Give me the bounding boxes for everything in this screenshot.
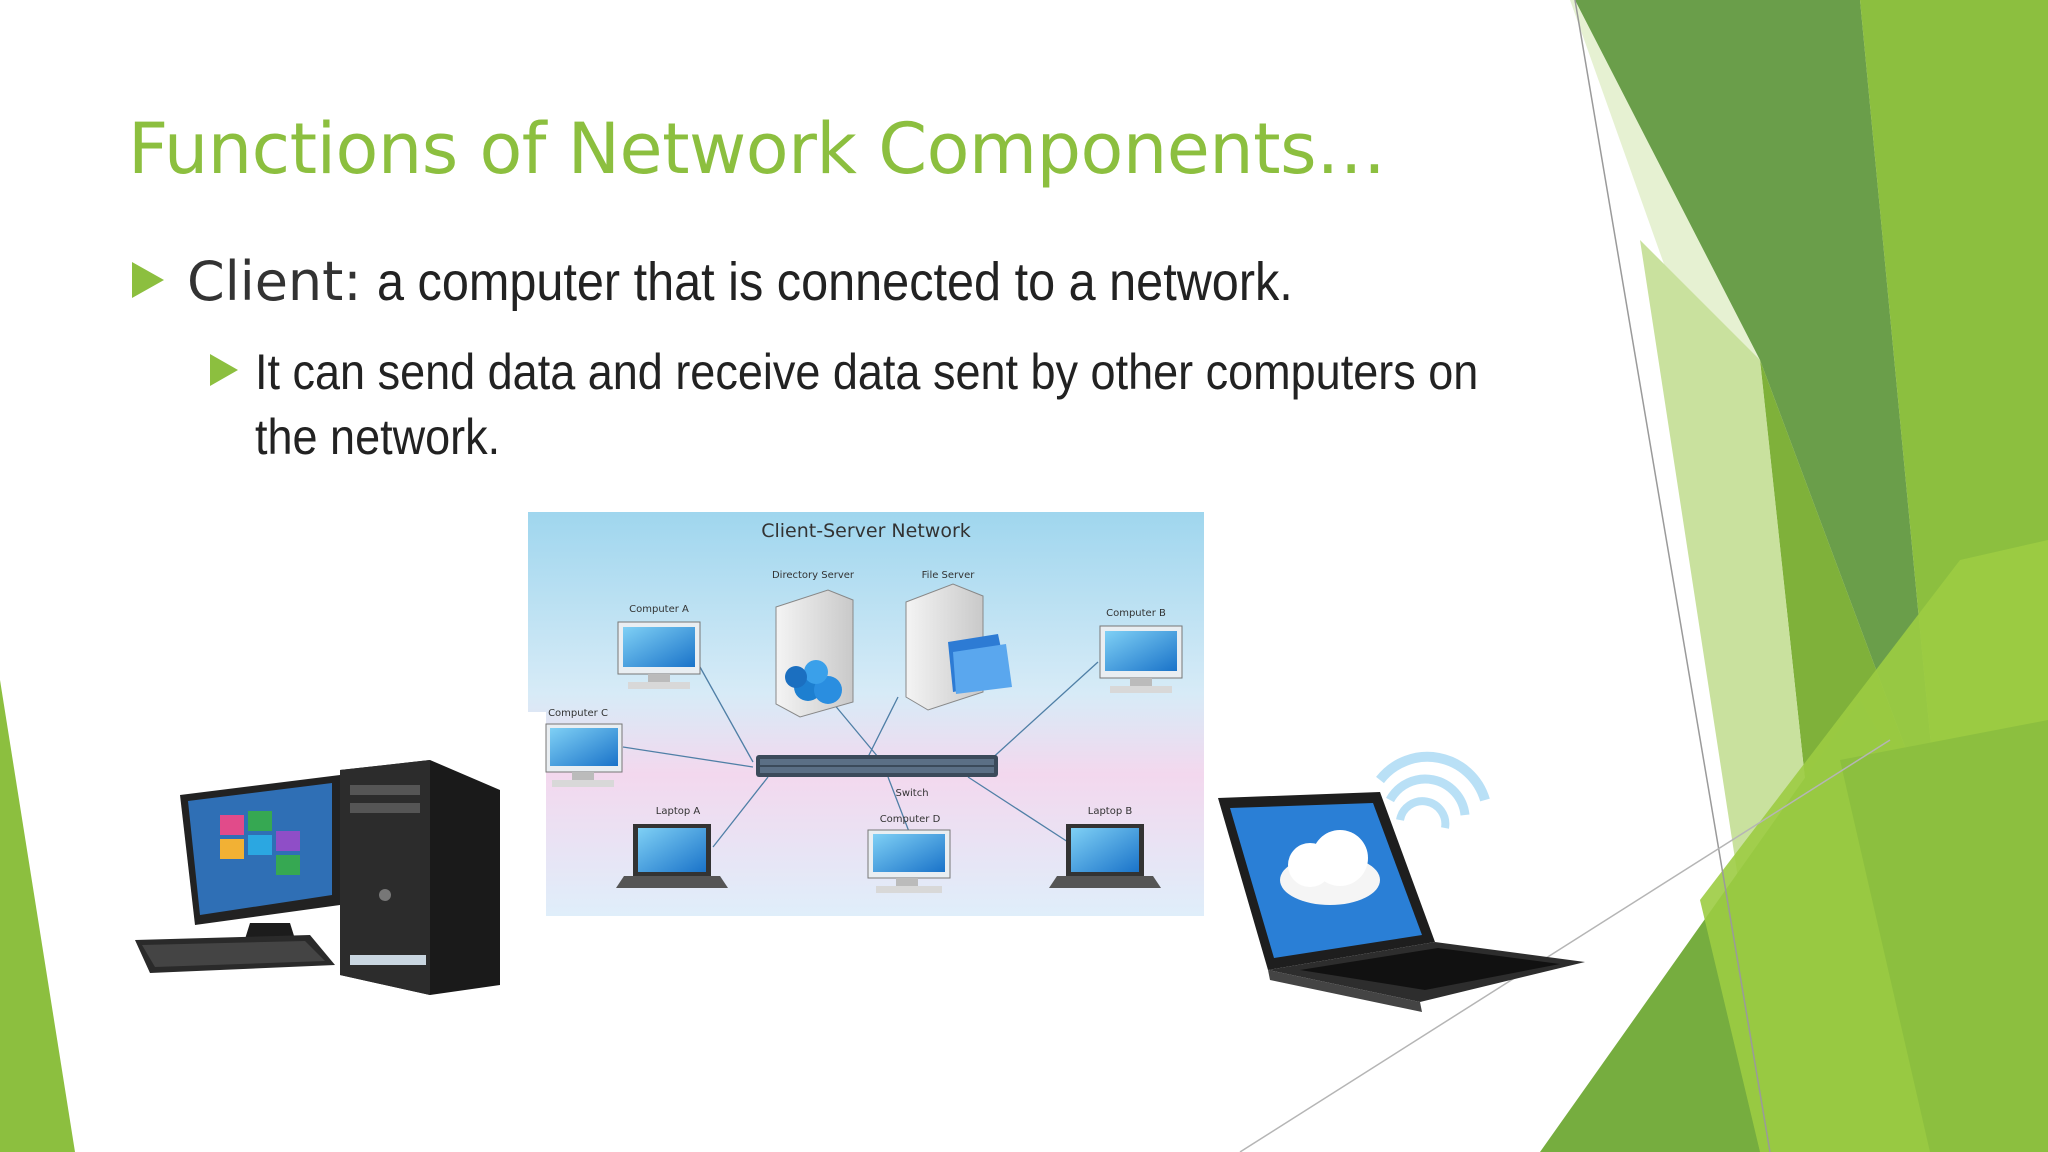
laptop-b-icon (1049, 824, 1161, 888)
detail-line-2: the network. (255, 409, 501, 465)
computer-a-icon (617, 621, 701, 689)
label-laptop-b: Laptop B (1088, 806, 1133, 817)
switch-icon (756, 755, 998, 777)
label-directory-server: Directory Server (772, 570, 855, 581)
computer-b-icon (1099, 625, 1183, 693)
client-term: Client: (187, 250, 362, 313)
client-definition: a computer that is connected to a networ… (376, 252, 1293, 312)
desktop-computer-icon (135, 760, 500, 995)
label-computer-a: Computer A (629, 604, 689, 615)
directory-server-icon (775, 589, 854, 718)
label-computer-b: Computer B (1106, 608, 1166, 619)
label-computer-d: Computer D (880, 814, 941, 825)
file-server-icon (905, 583, 1012, 711)
detail-line-1: It can send data and receive data sent b… (255, 344, 1479, 400)
slide-title: Functions of Network Components… (128, 108, 1386, 190)
computer-c-icon (545, 723, 623, 787)
label-computer-c: Computer C (548, 708, 608, 719)
bullet-arrow-icon (132, 262, 164, 298)
client-server-diagram: Client-Server Network Directory Server F… (528, 512, 1204, 916)
label-switch: Switch (895, 788, 928, 799)
diagram-title: Client-Server Network (761, 520, 971, 542)
laptop-cloud-icon (1218, 751, 1585, 1012)
label-file-server: File Server (922, 570, 976, 581)
computer-d-icon (867, 829, 951, 893)
bullet-arrow-icon (210, 354, 238, 386)
laptop-a-icon (616, 824, 728, 888)
label-laptop-a: Laptop A (656, 806, 701, 817)
